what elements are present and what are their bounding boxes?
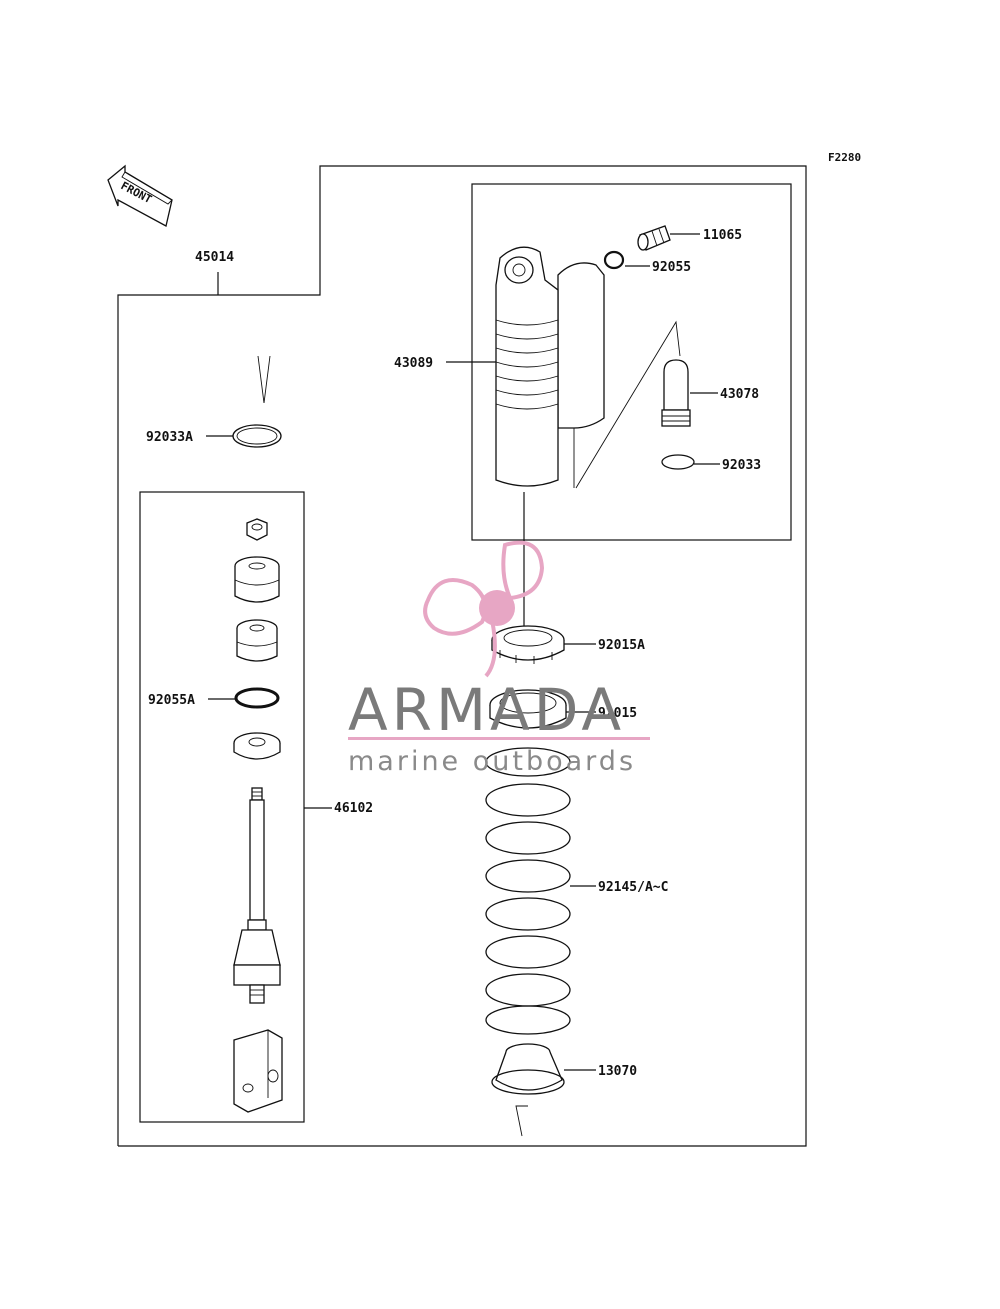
part-label-92015: 92015 bbox=[598, 706, 637, 721]
part-label-45014: 45014 bbox=[195, 250, 234, 265]
front-arrow-icon: FRONT bbox=[107, 164, 173, 227]
part-label-46102: 46102 bbox=[334, 801, 373, 816]
circlip-92033a bbox=[206, 355, 282, 448]
part-label-92033: 92033 bbox=[722, 458, 761, 473]
part-label-92145: 92145/A~C bbox=[598, 880, 668, 895]
valve-11065 bbox=[637, 225, 700, 251]
assembly-outline-45014 bbox=[117, 165, 807, 1147]
coil-spring-92145 bbox=[485, 747, 596, 1035]
watermark-tagline: marine outboards bbox=[348, 746, 636, 777]
figure-code: F2280 bbox=[828, 151, 861, 164]
part-label-11065: 11065 bbox=[703, 228, 742, 243]
bladder-43078 bbox=[575, 320, 718, 489]
part-label-92055: 92055 bbox=[652, 260, 691, 275]
watermark-brand: ARMADA bbox=[348, 676, 625, 744]
adjuster-nut-92015 bbox=[489, 689, 596, 729]
rod-assembly-parts bbox=[233, 518, 283, 1113]
part-label-92055a: 92055A bbox=[148, 693, 195, 708]
circlip-92033 bbox=[661, 454, 720, 470]
part-label-43078: 43078 bbox=[720, 387, 759, 402]
lock-nut-92015a bbox=[491, 625, 596, 664]
part-label-92015a: 92015A bbox=[598, 638, 645, 653]
part-label-13070: 13070 bbox=[598, 1064, 637, 1079]
part-label-43089: 43089 bbox=[394, 356, 433, 371]
part-label-92033a: 92033A bbox=[146, 430, 193, 445]
armada-watermark: ARMADA marine outboards bbox=[348, 540, 650, 777]
propeller-logo-icon bbox=[423, 540, 545, 678]
spring-seat-13070 bbox=[491, 1043, 596, 1137]
rod-assembly-box-46102 bbox=[139, 491, 305, 1123]
shock-body-43089 bbox=[495, 246, 605, 640]
o-ring-92055 bbox=[603, 250, 650, 270]
